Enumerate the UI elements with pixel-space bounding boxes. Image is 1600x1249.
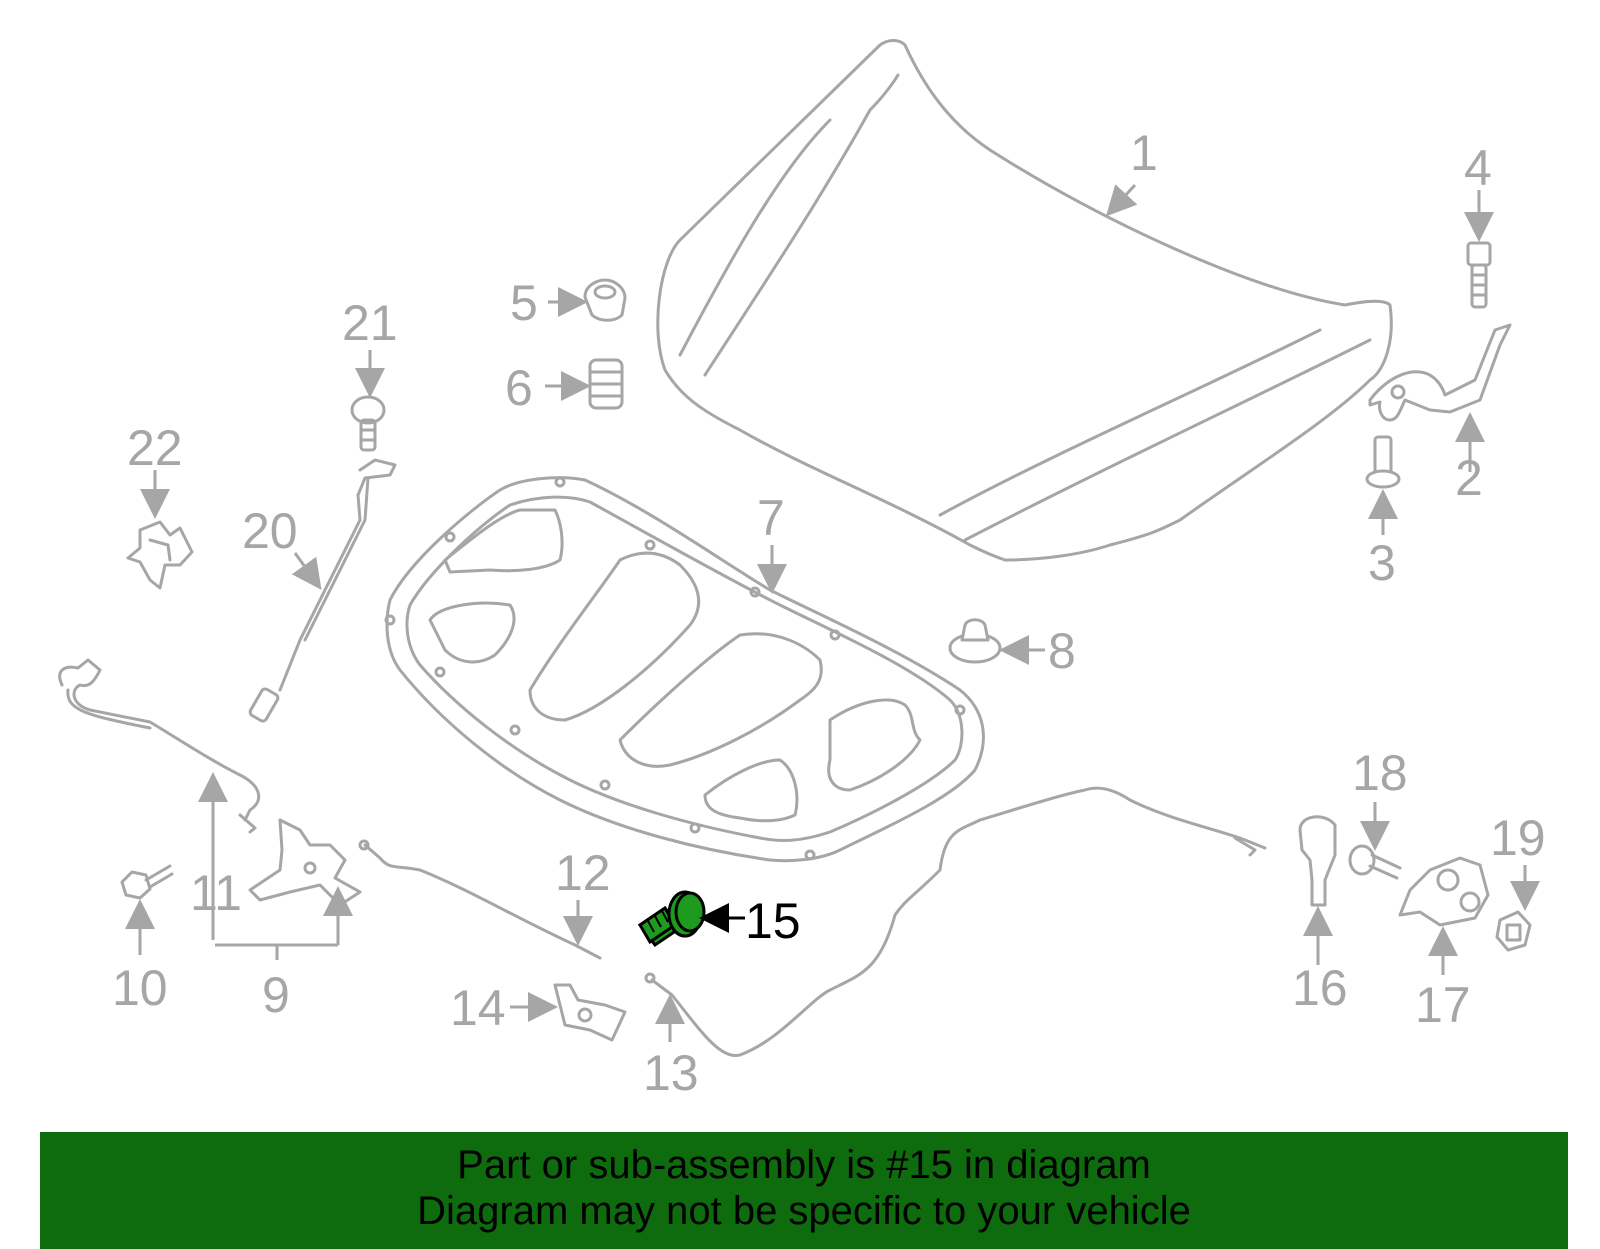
callout-16: 16: [1292, 960, 1348, 1016]
callout-13: 13: [643, 1045, 699, 1101]
callout-10: 10: [112, 960, 168, 1016]
banner-line-2: Diagram may not be specific to your vehi…: [417, 1189, 1191, 1233]
part-hood-bumper[interactable]: [583, 278, 627, 322]
banner-line-1: Part or sub-assembly is #15 in diagram: [457, 1143, 1151, 1187]
part-hood-prop-rod[interactable]: [248, 458, 397, 723]
part-hood-stopper[interactable]: [588, 358, 624, 410]
callout-8: 8: [1048, 623, 1076, 679]
callout-9: 9: [262, 967, 290, 1023]
callout-12: 12: [555, 845, 611, 901]
part-hood-lock[interactable]: [1398, 856, 1490, 927]
part-prop-rod-holder[interactable]: [1298, 815, 1337, 907]
callout-11: 11: [190, 865, 242, 921]
part-prop-rod-clip[interactable]: [126, 520, 194, 590]
callout-5: 5: [510, 275, 538, 331]
callout-7: 7: [757, 490, 785, 546]
part-15-highlighted-bolt[interactable]: [637, 890, 706, 948]
part-hinge-mount-bolt[interactable]: [1466, 241, 1492, 309]
part-hood-insulator[interactable]: [384, 476, 985, 863]
part-hood[interactable]: [656, 39, 1393, 562]
callout-19: 19: [1490, 810, 1546, 866]
info-banner: Part or sub-assembly is #15 in diagram D…: [40, 1132, 1568, 1249]
parts-diagram: 1 2 3 4 5: [58, 39, 1546, 1101]
callout-15: 15: [745, 893, 801, 949]
callout-3: 3: [1368, 535, 1396, 591]
callout-18: 18: [1352, 745, 1408, 801]
callout-14: 14: [450, 980, 506, 1036]
callout-1: 1: [1130, 125, 1158, 181]
part-lock-nut[interactable]: [1495, 910, 1532, 952]
part-latch-bracket[interactable]: [248, 818, 362, 907]
part-lock-bolt[interactable]: [1348, 844, 1402, 880]
part-bracket-bolt[interactable]: [120, 864, 174, 900]
part-release-cable[interactable]: [58, 658, 261, 834]
callout-2: 2: [1455, 450, 1483, 506]
part-hood-hinge[interactable]: [1368, 323, 1512, 422]
callout-17: 17: [1415, 977, 1471, 1033]
callout-4: 4: [1464, 140, 1492, 196]
callout-22: 22: [127, 420, 183, 476]
callout-20: 20: [242, 503, 298, 559]
part-hinge-bolt[interactable]: [1365, 435, 1401, 489]
insulator-clip-holes: [384, 476, 966, 861]
part-prop-rod-bolt[interactable]: [350, 395, 386, 452]
callout-21: 21: [342, 295, 398, 351]
part-insulator-clip[interactable]: [948, 618, 1002, 664]
part-release-cable-front[interactable]: [358, 839, 602, 960]
part-release-cable-rear[interactable]: [644, 786, 1267, 1058]
part-cable-bracket[interactable]: [553, 983, 627, 1042]
callout-6: 6: [505, 360, 533, 416]
